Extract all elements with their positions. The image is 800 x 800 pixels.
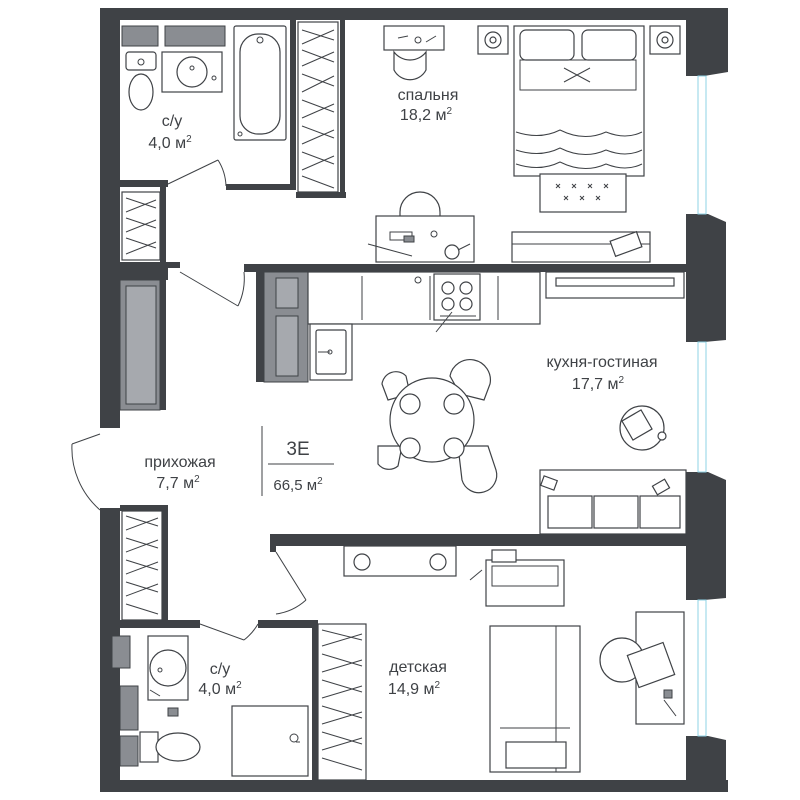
door-icon — [167, 159, 227, 187]
tv-icon — [545, 271, 685, 299]
desk-right-icon — [599, 611, 685, 725]
outer-walls — [100, 8, 728, 792]
kids-room: детская 14,9 м2 — [317, 545, 685, 781]
desk-icon — [469, 549, 565, 607]
room-name: прихожая — [144, 454, 215, 471]
room-area: 18,2 м2 — [400, 106, 453, 124]
unit-code: 3E — [286, 439, 309, 460]
closet-top — [121, 191, 245, 307]
hallway: 3E 66,5 м2 прихожая 7,7 м2 — [71, 426, 334, 511]
room-area: 4,0 м2 — [148, 134, 192, 152]
wardrobe — [297, 21, 339, 193]
room-name: с/у — [210, 661, 230, 678]
stove-icon — [433, 273, 481, 333]
sofa-icon — [539, 469, 687, 535]
room-name: кухня-гостиная — [546, 354, 657, 371]
toilet-icon — [139, 731, 201, 763]
console-icon — [343, 545, 457, 577]
nightstand-left — [477, 25, 509, 55]
bathroom-top: с/у 4,0 м2 — [121, 25, 287, 187]
room-area: 4,0 м2 — [198, 680, 242, 698]
room-area: 14,9 м2 — [388, 680, 441, 698]
room-area: 17,7 м2 — [572, 375, 625, 393]
unit-label-box: 3E 66,5 м2 — [261, 426, 334, 496]
room-area: 7,7 м2 — [156, 474, 200, 492]
hall-cabinet — [119, 279, 161, 411]
desk-icon — [367, 191, 475, 263]
room-name: спальня — [398, 87, 459, 104]
bedroom: спальня 18,2 м2 — [367, 25, 681, 263]
inner-walls — [120, 20, 688, 780]
kitchen-sink-icon — [309, 323, 353, 381]
room-name: детская — [389, 659, 447, 676]
sink-icon — [147, 635, 189, 717]
dining-table-icon — [377, 359, 498, 494]
nightstand-right — [649, 25, 681, 55]
kitchen — [263, 271, 685, 383]
sink-icon — [161, 51, 223, 93]
tv-console-icon — [511, 230, 651, 263]
rug-icon — [539, 173, 627, 213]
bathroom-bottom: с/у 4,0 м2 — [111, 635, 309, 777]
armchair-icon — [619, 405, 667, 451]
kids-bed-icon — [489, 625, 581, 773]
bathtub-icon — [233, 25, 287, 141]
closet-bottom — [121, 510, 307, 641]
toilet-icon — [125, 51, 157, 111]
bed-icon — [513, 25, 645, 177]
unit-total-area: 66,5 м2 — [273, 476, 323, 494]
room-name: с/у — [162, 113, 182, 130]
shower-icon — [231, 705, 309, 777]
